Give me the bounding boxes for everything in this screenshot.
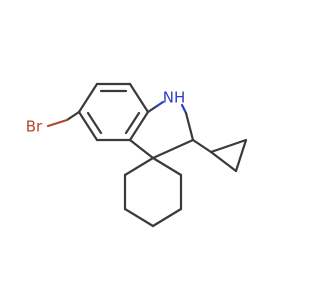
bond-cp-c-a: [209, 150, 238, 173]
double-bond-c3a-c7a: [124, 111, 141, 135]
cyclohexane-ring: [123, 156, 183, 228]
bond-c5-br: [65, 110, 81, 122]
bond-c6-c5: [77, 82, 99, 114]
bond-c7a-n: [155, 100, 165, 108]
bromine-label: Br: [26, 118, 43, 136]
chemical-structure: Br NH: [26, 82, 248, 228]
bond-c7a-n-carbon: [146, 104, 159, 114]
bond-c3a-c7a: [128, 110, 150, 142]
benzene-ring: [77, 82, 150, 142]
bond-c2-cyclopropyl: [191, 138, 213, 154]
bond-cp-b-c: [234, 138, 248, 173]
double-bond-c5-c4: [86, 111, 103, 135]
bond-cp-a-b: [209, 138, 248, 154]
bond-c5-c4: [77, 110, 99, 142]
bond-n-c2-nitrogen: [180, 103, 188, 115]
bond-spiro-c1: [123, 156, 155, 177]
pyrrolidine-ring: [128, 100, 195, 160]
bond-c5-spiro: [151, 156, 183, 177]
cyclopropyl-group: [191, 138, 248, 173]
bond-br-segment: [46, 118, 69, 128]
bond-c7a-c7: [128, 82, 150, 114]
bond-c3-c3a: [128, 138, 155, 160]
bond-c3-c4-ring: [151, 207, 183, 228]
bond-n-c2: [184, 111, 195, 142]
bond-c2-c3-ring: [123, 207, 155, 228]
nitrogen-label: NH: [163, 89, 186, 107]
bond-c2-c3: [151, 138, 195, 160]
